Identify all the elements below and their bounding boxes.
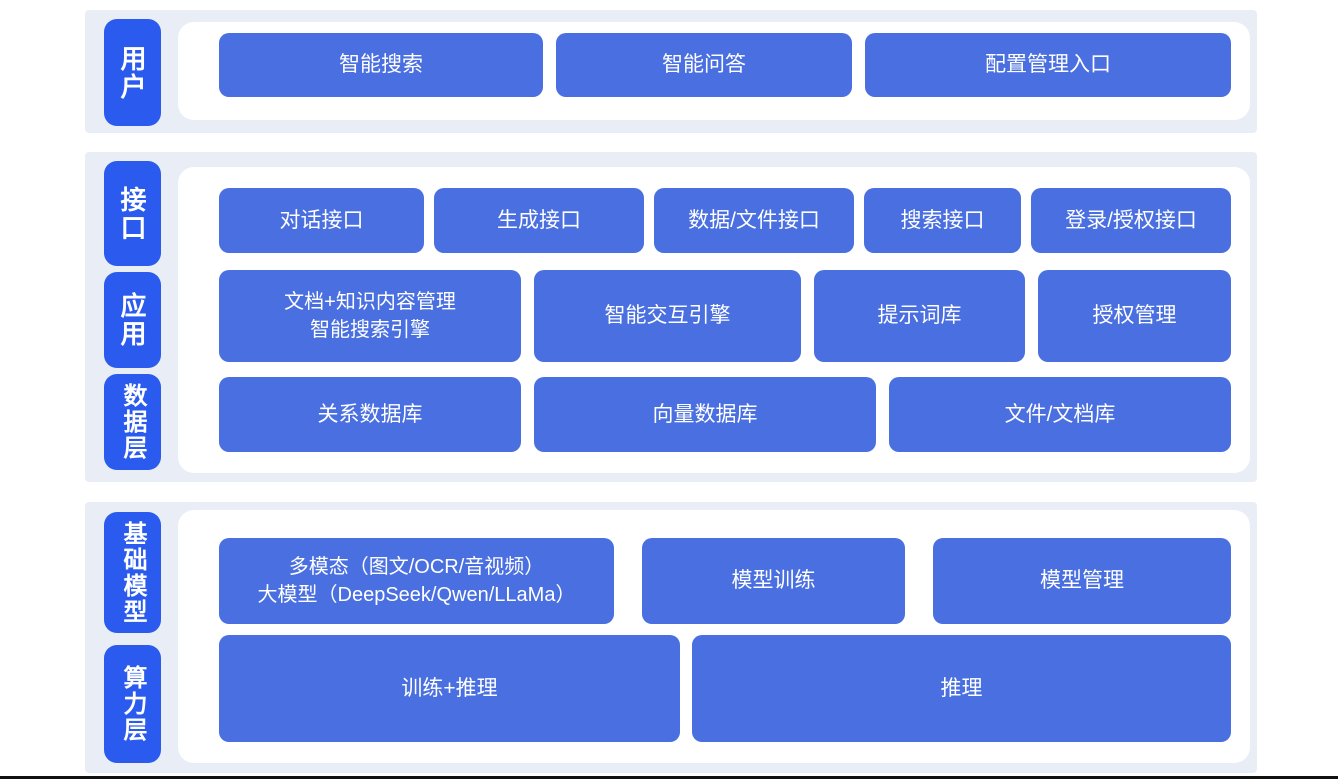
layer-label-interface: 接口: [104, 161, 161, 266]
middle-layers-band: 接口 应用 数据层 对话接口 生成接口 数据/文件接口 搜索接口 登录/授权接口…: [85, 152, 1257, 482]
layer-label-application: 应用: [104, 272, 161, 368]
node-authorization-management: 授权管理: [1038, 270, 1231, 362]
interface-row: 对话接口 生成接口 数据/文件接口 搜索接口 登录/授权接口: [219, 188, 1231, 253]
foundation-layers-panel: 多模态（图文/OCR/音视频） 大模型（DeepSeek/Qwen/LLaMa）…: [178, 510, 1250, 763]
node-config-management-entry: 配置管理入口: [865, 33, 1231, 97]
layer-label-compute-layer: 算力层: [104, 645, 161, 763]
node-vector-db: 向量数据库: [534, 377, 876, 452]
compute-layer-row: 训练+推理 推理: [219, 635, 1231, 742]
user-layer-row: 智能搜索 智能问答 配置管理入口: [219, 33, 1231, 97]
node-search-api: 搜索接口: [864, 188, 1021, 253]
node-relational-db: 关系数据库: [219, 377, 521, 452]
node-interaction-engine: 智能交互引擎: [534, 270, 801, 362]
user-layer-panel: 智能搜索 智能问答 配置管理入口: [178, 22, 1250, 120]
foundation-model-row: 多模态（图文/OCR/音视频） 大模型（DeepSeek/Qwen/LLaMa）…: [219, 538, 1231, 624]
node-file-document-store: 文件/文档库: [889, 377, 1231, 452]
layer-label-foundation-model: 基础模型: [104, 512, 161, 633]
node-training-inference: 训练+推理: [219, 635, 680, 742]
node-login-auth-api: 登录/授权接口: [1031, 188, 1231, 253]
node-smart-search: 智能搜索: [219, 33, 543, 97]
bottom-divider-line: [0, 776, 1338, 779]
node-multimodal-llm: 多模态（图文/OCR/音视频） 大模型（DeepSeek/Qwen/LLaMa）: [219, 538, 614, 624]
node-dialog-api: 对话接口: [219, 188, 424, 253]
node-smart-qa: 智能问答: [556, 33, 852, 97]
layer-label-data-layer: 数据层: [104, 374, 161, 470]
node-inference: 推理: [692, 635, 1231, 742]
node-prompt-library: 提示词库: [814, 270, 1025, 362]
node-doc-knowledge-search-engine: 文档+知识内容管理 智能搜索引擎: [219, 270, 521, 362]
application-row: 文档+知识内容管理 智能搜索引擎 智能交互引擎 提示词库 授权管理: [219, 270, 1231, 362]
node-model-training: 模型训练: [642, 538, 905, 624]
node-generation-api: 生成接口: [434, 188, 644, 253]
foundation-layers-band: 基础模型 算力层 多模态（图文/OCR/音视频） 大模型（DeepSeek/Qw…: [85, 502, 1257, 773]
node-data-file-api: 数据/文件接口: [654, 188, 854, 253]
data-layer-row: 关系数据库 向量数据库 文件/文档库: [219, 377, 1231, 452]
node-model-management: 模型管理: [933, 538, 1231, 624]
layer-label-user: 用户: [104, 19, 161, 126]
user-layer-band: 用户 智能搜索 智能问答 配置管理入口: [85, 10, 1257, 133]
middle-layers-panel: 对话接口 生成接口 数据/文件接口 搜索接口 登录/授权接口 文档+知识内容管理…: [178, 167, 1250, 473]
